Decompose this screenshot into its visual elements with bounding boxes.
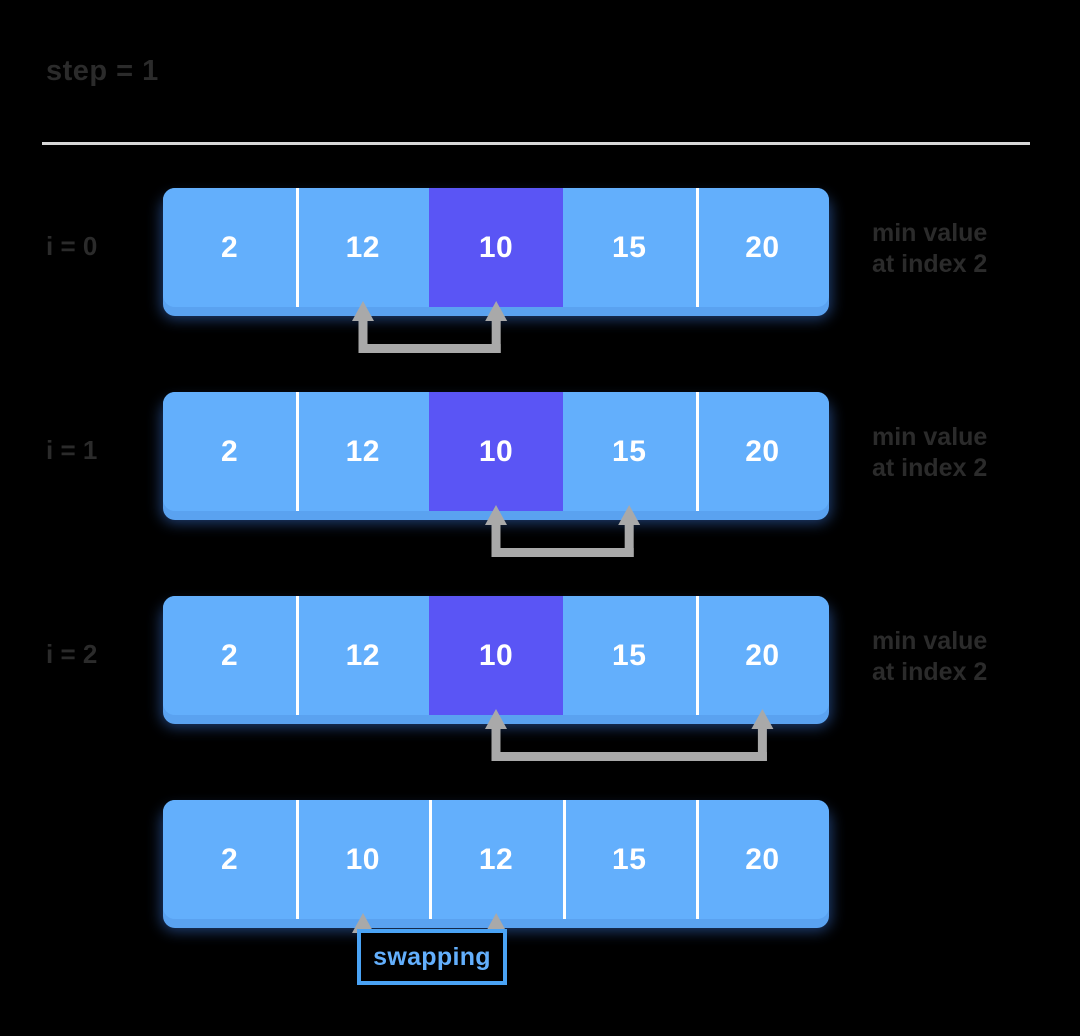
array-cell[interactable]: 20: [695, 392, 829, 511]
array-cell-value: 15: [612, 842, 647, 876]
up-arrow-icon: [618, 505, 641, 557]
array-cell-value: 12: [345, 638, 380, 672]
row-note: min value at index 2: [872, 218, 988, 278]
swap-connector-bracket: [474, 503, 651, 565]
up-arrow-icon: [484, 505, 507, 557]
array-cell-highlighted[interactable]: 10: [429, 596, 563, 715]
up-arrow-icon: [484, 709, 507, 761]
swapping-label: swapping: [357, 929, 507, 985]
array-cell[interactable]: 15: [562, 392, 696, 511]
array-cell[interactable]: 10: [296, 800, 430, 919]
array-cell-value: 15: [612, 638, 647, 672]
bracket-base-line: [358, 343, 501, 353]
array-cell[interactable]: 12: [429, 800, 563, 919]
array-cell-value: 12: [345, 230, 380, 264]
array-bar: 2 12 10 15 20: [163, 596, 829, 715]
array-cell-value: 10: [478, 230, 514, 264]
array-cell-value: 15: [612, 230, 647, 264]
array-cell[interactable]: 20: [695, 596, 829, 715]
swap-connector-bracket: [341, 299, 518, 361]
array-cell[interactable]: 2: [163, 800, 297, 919]
array-cell-value: 2: [221, 230, 239, 264]
array-cell[interactable]: 2: [163, 188, 297, 307]
up-arrow-icon: [351, 301, 374, 353]
array-cell[interactable]: 12: [296, 392, 430, 511]
row-index-label: i = 0: [46, 230, 98, 261]
up-arrow-icon: [484, 301, 507, 353]
step-label: step = 1: [46, 55, 159, 87]
header-divider: [42, 142, 1030, 145]
array-cell[interactable]: 15: [562, 188, 696, 307]
up-arrow-icon: [751, 709, 774, 761]
array-cell-value: 10: [478, 638, 514, 672]
array-cell-value: 20: [745, 434, 780, 468]
array-cell-highlighted[interactable]: 10: [429, 188, 563, 307]
row-index-label: i = 2: [46, 638, 98, 669]
array-bar: 2 12 10 15 20: [163, 392, 829, 511]
bracket-base-line: [491, 547, 634, 557]
array-cell[interactable]: 2: [163, 392, 297, 511]
array-cell[interactable]: 12: [296, 188, 430, 307]
array-cell-value: 10: [478, 434, 514, 468]
array-bar: 2 12 10 15 20: [163, 188, 829, 307]
array-cell-value: 12: [478, 842, 514, 876]
swap-connector-bracket: [474, 707, 784, 769]
array-cell-value: 15: [612, 434, 647, 468]
row-index-label: i = 1: [46, 434, 98, 465]
array-cell-value: 12: [345, 434, 380, 468]
array-cell-value: 20: [745, 638, 780, 672]
row-note: min value at index 2: [872, 422, 988, 482]
array-cell-value: 2: [221, 842, 239, 876]
array-cell-value: 2: [221, 434, 239, 468]
array-cell[interactable]: 20: [695, 800, 829, 919]
array-cell[interactable]: 15: [562, 596, 696, 715]
array-cell-highlighted[interactable]: 10: [429, 392, 563, 511]
swapping-label-text: swapping: [373, 942, 491, 971]
array-cell-value: 2: [221, 638, 239, 672]
array-cell[interactable]: 12: [296, 596, 430, 715]
array-cell[interactable]: 20: [695, 188, 829, 307]
array-cell-value: 20: [745, 230, 780, 264]
array-cell[interactable]: 2: [163, 596, 297, 715]
bracket-base-line: [491, 751, 767, 761]
row-note: min value at index 2: [872, 626, 988, 686]
array-cell-value: 10: [345, 842, 380, 876]
array-bar: 2 10 12 15 20: [163, 800, 829, 919]
array-cell-value: 20: [745, 842, 780, 876]
array-cell[interactable]: 15: [562, 800, 696, 919]
